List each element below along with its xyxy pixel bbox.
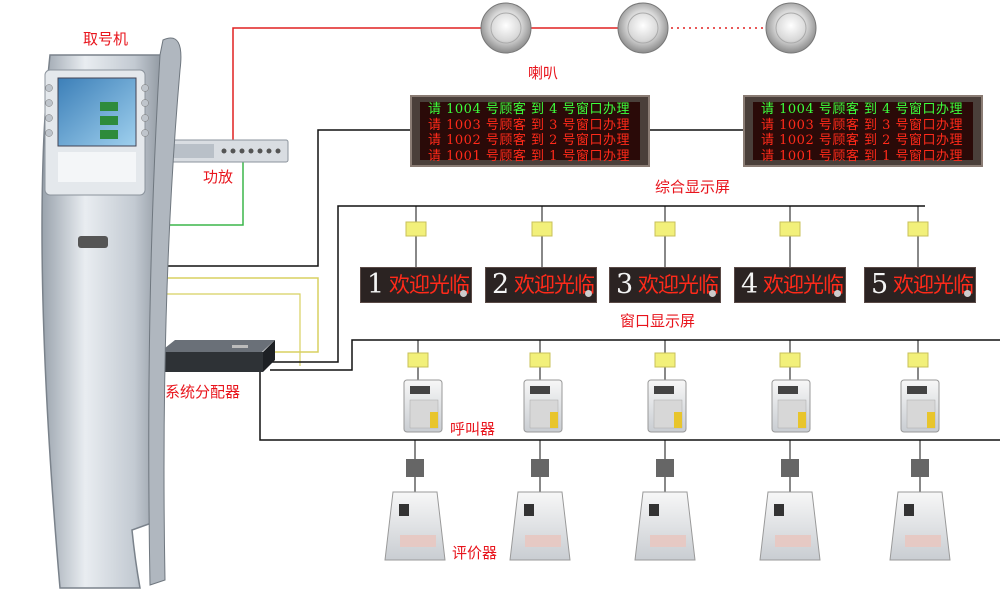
board-row: 请 1001 号顾客 到 1 号窗口办理: [428, 148, 631, 164]
window-welcome-text: 欢迎光临: [638, 273, 719, 297]
evaluator-bus: [259, 372, 1000, 441]
caller-3: [647, 340, 687, 433]
window-number: 1: [367, 269, 385, 300]
status-led-icon: [709, 290, 716, 297]
board-row: 请 1002 号顾客 到 2 号窗口办理: [761, 133, 964, 148]
kiosk-label: 取号机: [83, 30, 129, 48]
window-welcome-text: 欢迎光临: [389, 273, 470, 297]
window-welcome-text: 欢迎光临: [893, 273, 974, 297]
window-drop-4: [779, 206, 801, 268]
window-drop-5: [907, 206, 929, 268]
window-display-label: 窗口显示屏: [620, 312, 696, 330]
caller-5: [900, 340, 940, 433]
board-row: 请 1004 号顾客 到 4 号窗口办理: [761, 102, 964, 117]
speaker-1: [480, 2, 532, 54]
board-row: 请 1003 号顾客 到 3 号窗口办理: [761, 117, 964, 133]
evaluator-3: [634, 440, 696, 561]
evaluator-4: [759, 440, 821, 561]
main-display-board-1-screen: 请 1004 号顾客 到 4 号窗口办理请 1003 号顾客 到 3 号窗口办理…: [420, 102, 640, 164]
evaluator-group: [384, 440, 951, 561]
status-led-icon: [585, 290, 592, 297]
speaker-label: 喇叭: [528, 64, 559, 82]
evaluator-5: [889, 440, 951, 561]
evaluator-label: 评价器: [452, 544, 498, 562]
status-led-icon: [964, 290, 971, 297]
speaker-3: [765, 2, 817, 54]
evaluator-1: [384, 440, 446, 561]
board-row: 请 1001 号顾客 到 1 号窗口办理: [761, 148, 964, 164]
main-display-bus: [157, 129, 410, 267]
caller-4: [771, 340, 811, 433]
speaker-2: [617, 2, 669, 54]
window-number: 4: [741, 269, 759, 300]
caller-group: [403, 340, 940, 433]
window-display-bus: [270, 205, 925, 363]
distributor-label: 系统分配器: [165, 383, 241, 401]
amplifier-device: [169, 139, 289, 163]
yellow-line-2: [157, 293, 301, 366]
window-number: 2: [492, 269, 510, 300]
amplifier-kiosk-line: [155, 162, 244, 226]
board-row: 请 1003 号顾客 到 3 号窗口办理: [428, 117, 631, 133]
caller-1: [403, 340, 443, 433]
yellow-line-1: [157, 277, 319, 353]
window-welcome-text: 欢迎光临: [514, 273, 595, 297]
board-row: 请 1004 号顾客 到 4 号窗口办理: [428, 102, 631, 117]
distributor-device: [160, 340, 275, 372]
window-drop-1: [405, 206, 427, 268]
window-number: 3: [616, 269, 634, 300]
caller-label: 呼叫器: [450, 420, 496, 438]
main-display-board-2-screen: 请 1004 号顾客 到 4 号窗口办理请 1003 号顾客 到 3 号窗口办理…: [753, 102, 973, 164]
status-led-icon: [460, 290, 467, 297]
caller-bus: [270, 339, 1000, 371]
ticket-kiosk: [41, 37, 182, 589]
main-display-label: 综合显示屏: [655, 178, 731, 196]
evaluator-2: [509, 440, 571, 561]
caller-2: [523, 340, 563, 433]
status-led-icon: [834, 290, 841, 297]
main-display-board-1: 请 1004 号顾客 到 4 号窗口办理请 1003 号顾客 到 3 号窗口办理…: [410, 95, 650, 167]
window-drop-group: [405, 206, 929, 268]
window-welcome-text: 欢迎光临: [763, 273, 844, 297]
window-number: 5: [871, 269, 889, 300]
main-display-board-2: 请 1004 号顾客 到 4 号窗口办理请 1003 号顾客 到 3 号窗口办理…: [743, 95, 983, 167]
board-row: 请 1002 号顾客 到 2 号窗口办理: [428, 133, 631, 148]
window-drop-3: [654, 206, 676, 268]
amplifier-label: 功放: [203, 168, 234, 186]
speaker-line: [232, 27, 484, 140]
window-drop-2: [531, 206, 553, 268]
